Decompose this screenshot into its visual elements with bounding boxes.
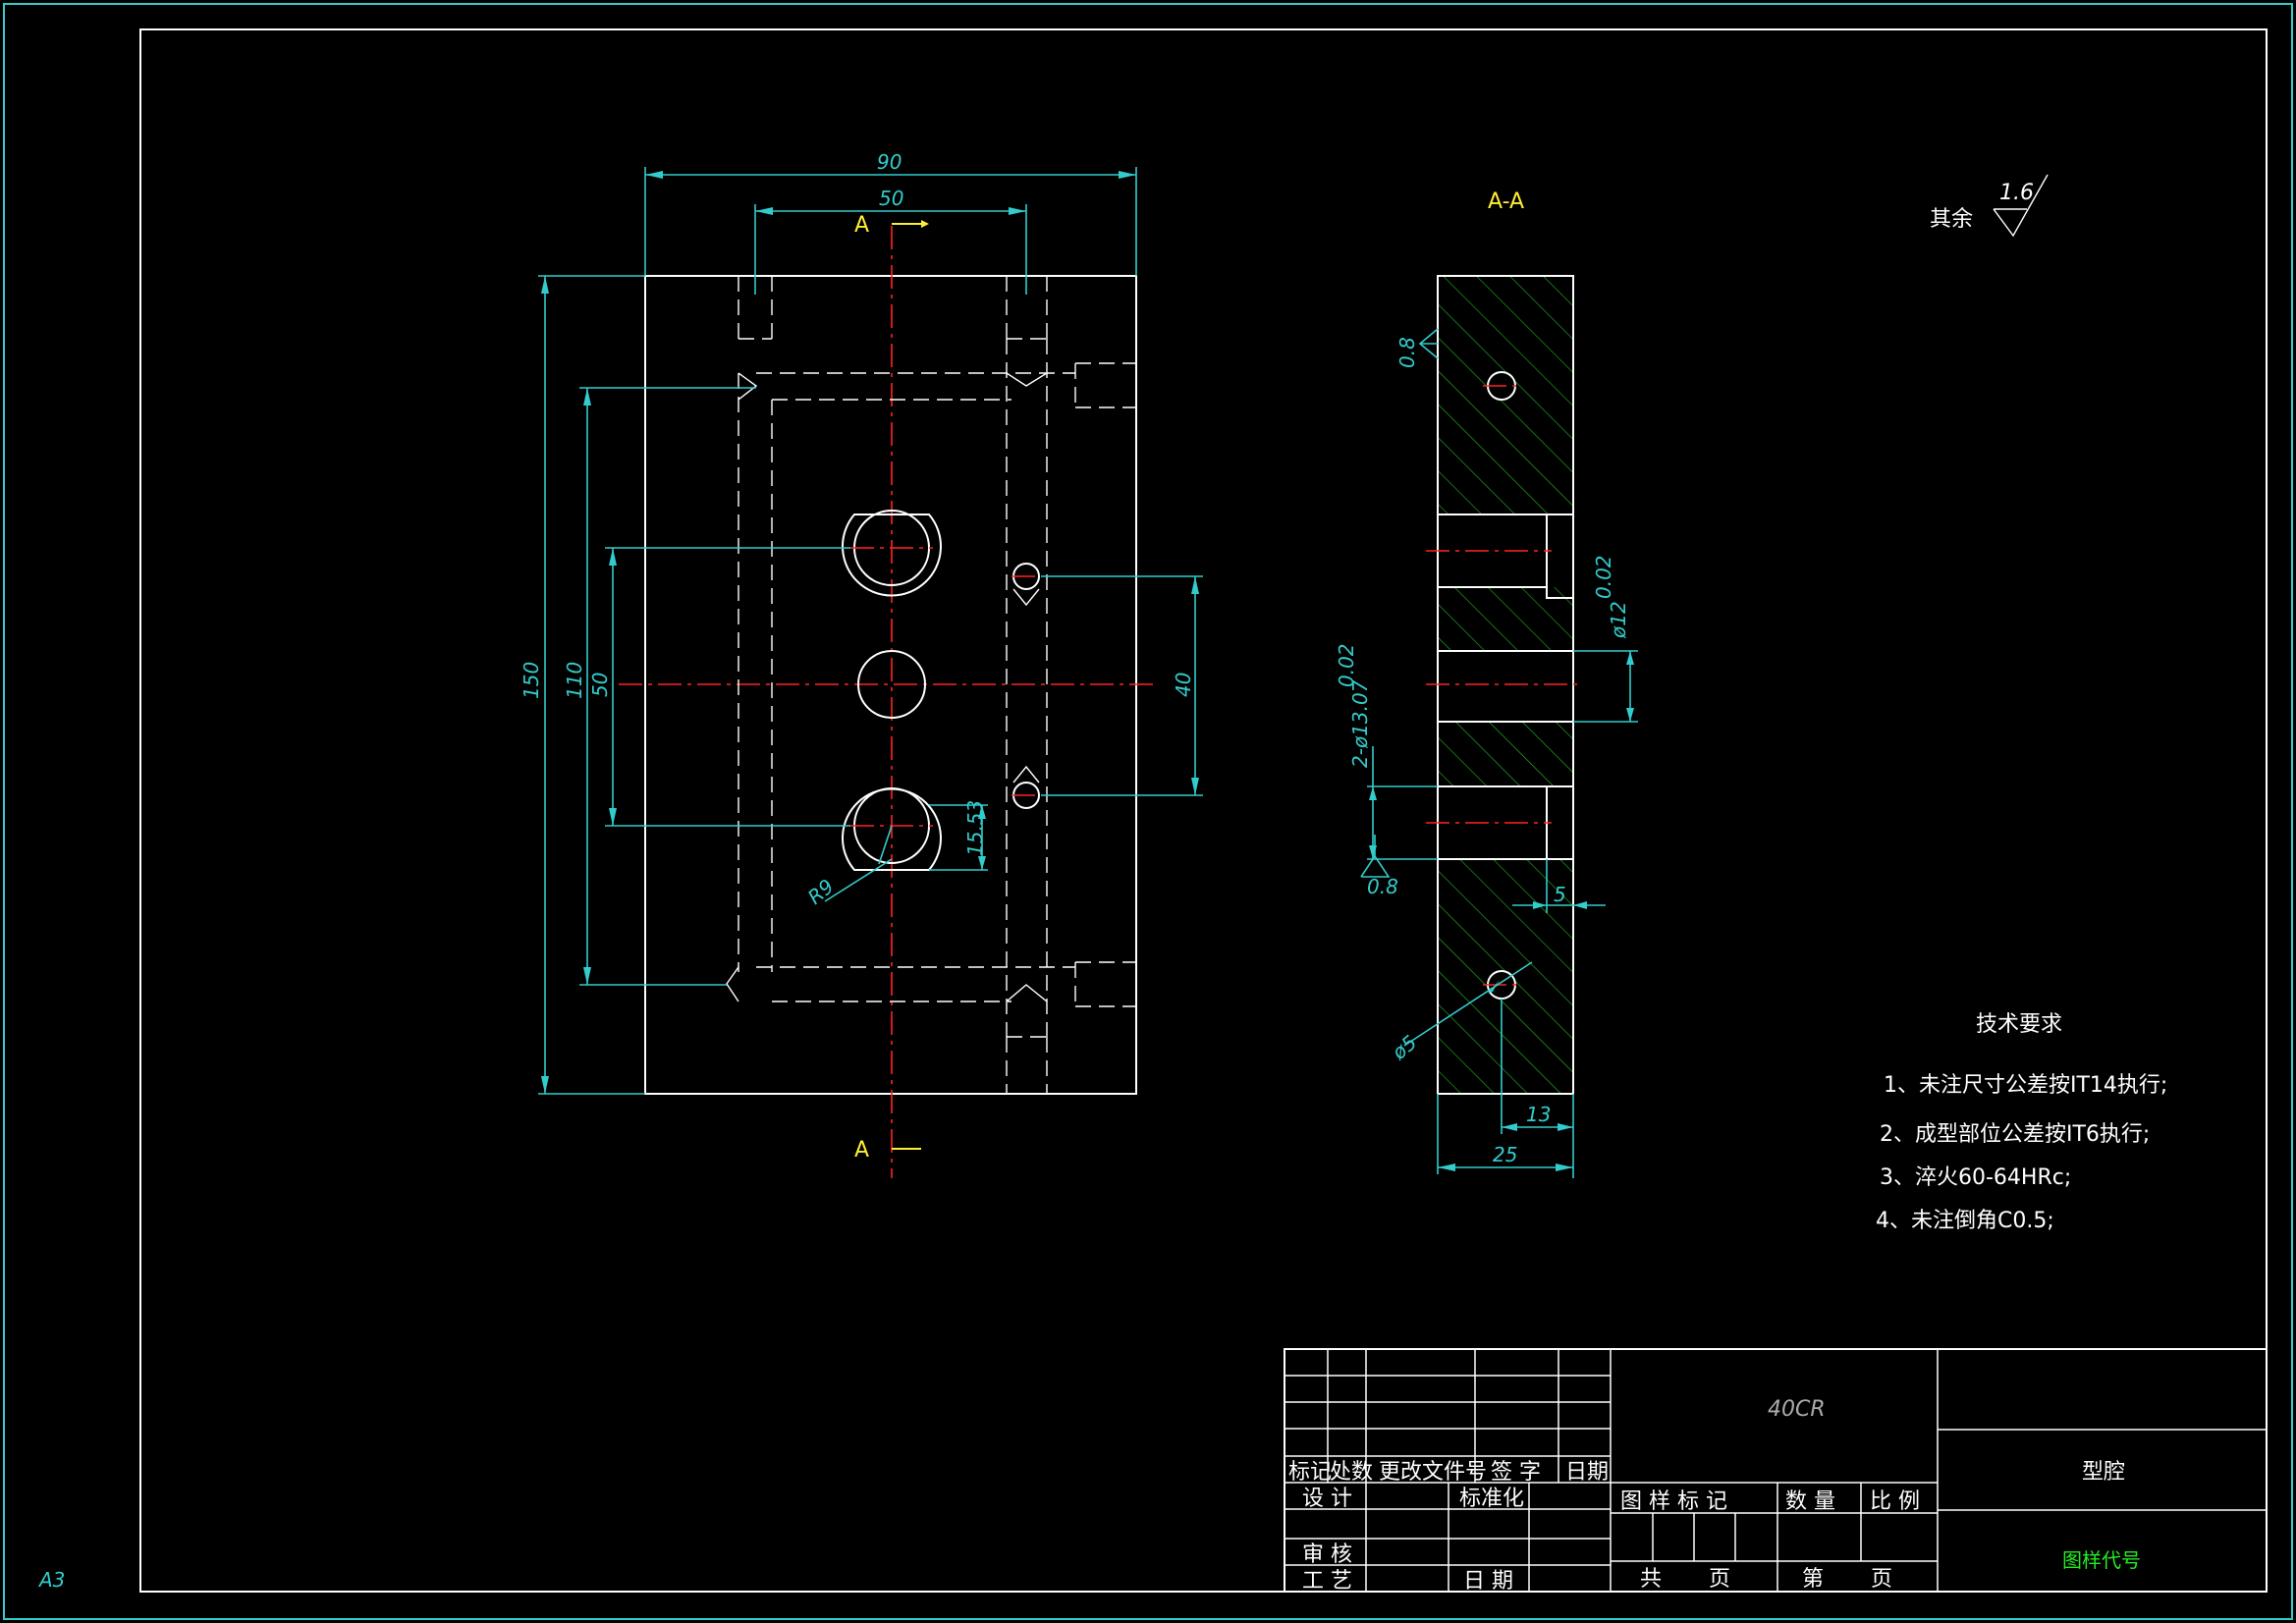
title-block — [1284, 1348, 2268, 1593]
sheet-size-label: A3 — [37, 1568, 65, 1592]
tech-title: 技术要求 — [1976, 1012, 2062, 1037]
dim-height-total: 150 — [519, 662, 543, 699]
dim-d12: ø12 — [1607, 601, 1630, 639]
tech-item-4: 4、未注倒角C0.5; — [1876, 1209, 2054, 1233]
svg-text:更改文件号: 更改文件号 — [1379, 1460, 1487, 1485]
hidden-channels — [726, 276, 1136, 1094]
dim-w13: 13 — [1526, 1103, 1551, 1126]
roughness-mark-lower: 0.8 — [1367, 875, 1398, 898]
side-hole-upper — [1011, 563, 1041, 607]
upper-pocket — [842, 510, 942, 597]
section-title: A-A — [1488, 189, 1524, 214]
svg-text:A: A — [854, 1138, 869, 1163]
tech-item-3: 3、淬火60-64HRc; — [1880, 1165, 2071, 1190]
tech-item-2: 2、成型部位公差按IT6执行; — [1880, 1122, 2150, 1147]
dim-d12-tol: 0.02 — [1592, 555, 1615, 599]
dim-hole-span: 50 — [879, 187, 903, 210]
roughness-note: 其余 1.6 — [1930, 174, 2049, 238]
svg-text:签 字: 签 字 — [1491, 1460, 1541, 1485]
svg-text:审 核: 审 核 — [1302, 1542, 1352, 1567]
svg-text:页: 页 — [1871, 1567, 1892, 1592]
svg-text:标准化: 标准化 — [1459, 1487, 1524, 1511]
svg-text:A: A — [854, 213, 869, 238]
outer-border — [3, 3, 2293, 1620]
dim-d13: 2-ø13.07 — [1348, 679, 1372, 768]
dim-d5: ø5 — [1387, 1030, 1421, 1064]
tech-requirements: 技术要求 1、未注尺寸公差按IT14执行; 2、成型部位公差按IT6执行; 3、… — [1876, 1012, 2167, 1233]
svg-text:共: 共 — [1640, 1567, 1662, 1592]
dim-radius: R9 — [803, 874, 839, 908]
tech-item-1: 1、未注尺寸公差按IT14执行; — [1884, 1073, 2167, 1098]
svg-text:处数: 处数 — [1330, 1460, 1373, 1485]
svg-text:标记: 标记 — [1288, 1460, 1332, 1485]
section-view: A-A — [1335, 189, 1638, 1178]
svg-text:页: 页 — [1709, 1567, 1730, 1592]
dim-110: 110 — [563, 662, 586, 699]
dim-w5: 5 — [1554, 883, 1566, 906]
svg-text:日 期: 日 期 — [1463, 1569, 1513, 1594]
dim-50-vertical: 50 — [588, 673, 612, 697]
title-block-text: 标记 处数 更改文件号 签 字 日期 设 计 标准化 审 核 工 艺 日 期 4… — [1288, 1397, 2141, 1594]
drawing-code-label: 图样代号 — [2062, 1548, 2141, 1572]
svg-text:设 计: 设 计 — [1302, 1487, 1352, 1511]
svg-text:第: 第 — [1802, 1567, 1824, 1592]
material: 40CR — [1768, 1397, 1826, 1422]
dimensions-section: ø12 0.02 2-ø13.07 0.02 ø5 5 — [1335, 328, 1638, 1178]
dim-d13-tol: 0.02 — [1335, 643, 1358, 687]
roughness-prefix: 其余 — [1930, 207, 1973, 232]
svg-text:数 量: 数 量 — [1785, 1489, 1835, 1514]
dim-15-53: 15.53 — [963, 800, 987, 856]
part-name: 型腔 — [2082, 1460, 2125, 1485]
section-marker-top: A — [854, 213, 929, 238]
roughness-value: 1.6 — [1999, 181, 2034, 205]
front-view: A A 90 50 150 — [519, 150, 1203, 1178]
dim-w25: 25 — [1493, 1143, 1517, 1166]
center-hole — [857, 650, 926, 719]
svg-text:图 样 标 记: 图 样 标 记 — [1620, 1489, 1727, 1514]
side-hole-lower — [1011, 765, 1041, 809]
dim-40: 40 — [1172, 673, 1195, 697]
inner-border — [139, 28, 2268, 1593]
roughness-mark-upper: 0.8 — [1395, 337, 1419, 368]
svg-text:比 例: 比 例 — [1870, 1489, 1920, 1514]
dimensions-front: 90 50 150 110 — [519, 150, 1203, 1095]
svg-text:工 艺: 工 艺 — [1302, 1569, 1352, 1594]
section-marker-bottom: A — [854, 1138, 921, 1163]
svg-text:日期: 日期 — [1565, 1460, 1609, 1485]
dim-width-total: 90 — [877, 150, 902, 174]
